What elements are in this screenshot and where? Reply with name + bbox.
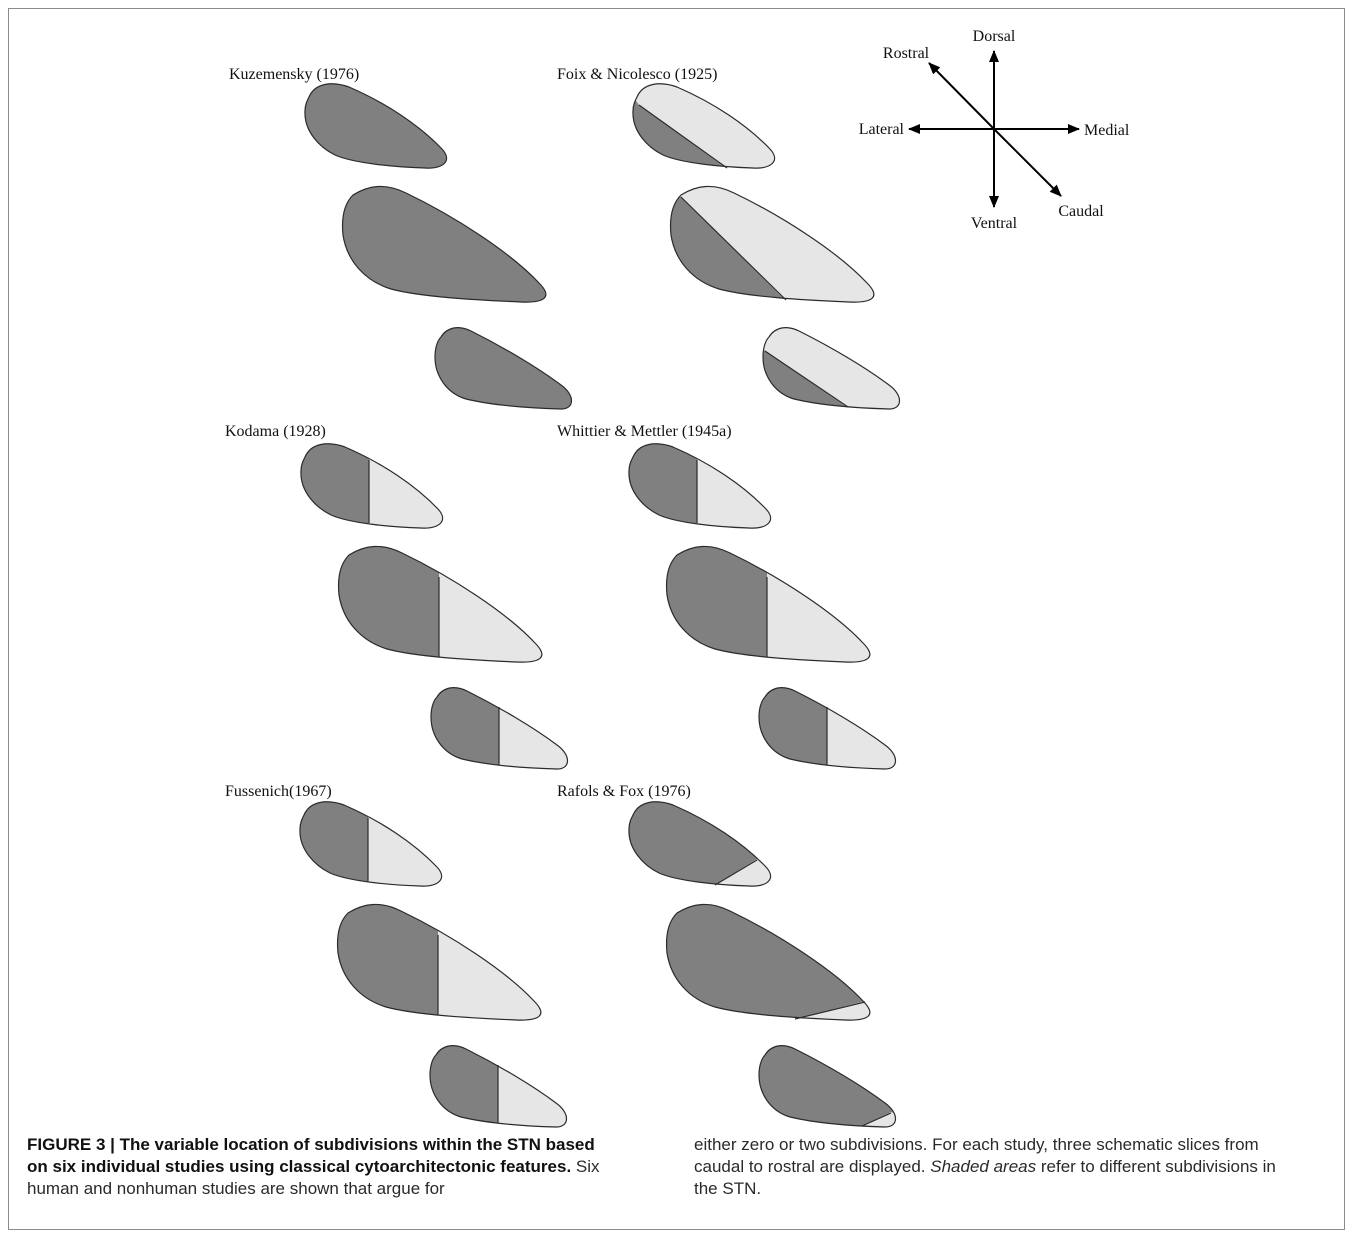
- slice-rostral: [758, 1045, 897, 1128]
- figure-label: FIGURE 3 | The variable location of subd…: [27, 1135, 595, 1176]
- slice-rostral: [429, 1045, 568, 1128]
- caption-shaded-areas: Shaded areas: [930, 1157, 1037, 1176]
- study-whittier-mettler: Whittier & Mettler (1945a): [557, 423, 897, 770]
- medial-label: Medial: [1084, 122, 1130, 139]
- slice-rostral: [762, 327, 901, 410]
- slice-caudal: [628, 443, 772, 529]
- slice-rostral: [434, 327, 573, 410]
- slice-rostral: [758, 687, 897, 770]
- slice-middle: [665, 903, 871, 1021]
- rostral-arrow: [928, 62, 995, 130]
- slice-middle: [665, 545, 871, 663]
- lateral-label: Lateral: [859, 121, 905, 138]
- slice-caudal: [628, 801, 772, 887]
- study-foix-nicolesco: Foix & Nicolesco (1925): [557, 66, 901, 410]
- study-label-rafols-fox: Rafols & Fox (1976): [557, 783, 691, 800]
- study-kuzemensky: Kuzemensky (1976): [229, 66, 573, 410]
- slice-middle: [669, 185, 875, 303]
- study-label-fussenich: Fussenich(1967): [225, 783, 332, 800]
- slice-middle: [337, 545, 543, 663]
- study-label-foix-nicolesco: Foix & Nicolesco (1925): [557, 66, 717, 83]
- rostral-label: Rostral: [883, 45, 930, 62]
- slice-caudal: [304, 83, 448, 169]
- figure-frame: Kuzemensky (1976) Foix & Nicolesco (1925…: [8, 8, 1345, 1230]
- caption-text-left: Six human and nonhuman studies are shown…: [27, 1157, 600, 1198]
- study-label-kodama: Kodama (1928): [225, 423, 326, 440]
- figure-caption-right: either zero or two subdivisions. For eac…: [694, 1134, 1294, 1200]
- caudal-label: Caudal: [1058, 203, 1104, 220]
- study-kodama: Kodama (1928): [225, 423, 569, 770]
- orientation-compass: Dorsal Ventral Rostral Caudal Lateral Me…: [859, 28, 1130, 232]
- slice-middle: [336, 903, 542, 1021]
- study-label-kuzemensky: Kuzemensky (1976): [229, 66, 359, 83]
- stn-subdivision-figure: Kuzemensky (1976) Foix & Nicolesco (1925…: [225, 28, 1130, 1128]
- study-rafols-fox: Rafols & Fox (1976): [557, 783, 897, 1128]
- study-fussenich: Fussenich(1967): [225, 783, 568, 1128]
- dorsal-label: Dorsal: [973, 28, 1016, 45]
- figure-caption-left: FIGURE 3 | The variable location of subd…: [27, 1134, 602, 1200]
- slice-rostral: [430, 687, 569, 770]
- caption-text-right-2: refer to different subdivisions in the S…: [694, 1157, 1276, 1198]
- slice-caudal: [299, 801, 443, 887]
- slice-caudal: [632, 83, 776, 169]
- slice-middle: [341, 185, 547, 303]
- ventral-label: Ventral: [971, 215, 1018, 232]
- caudal-arrow: [993, 128, 1062, 197]
- slice-caudal: [300, 443, 444, 529]
- caption-text-right-1: either zero or two subdivisions. For eac…: [694, 1135, 1259, 1176]
- study-label-whittier-mettler: Whittier & Mettler (1945a): [557, 423, 732, 440]
